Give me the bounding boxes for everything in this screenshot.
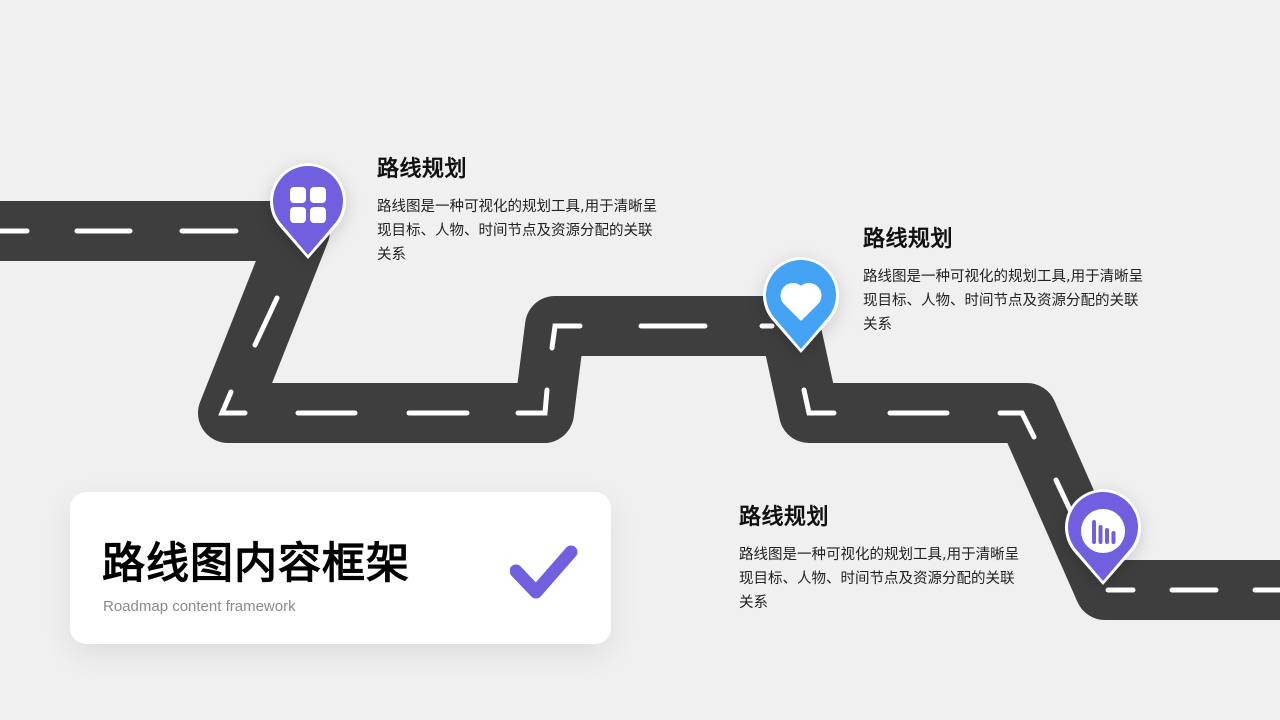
- grid-icon: [290, 187, 326, 223]
- map-pin-1[interactable]: [268, 163, 348, 259]
- checkmark-icon: [510, 545, 578, 599]
- map-pin-2[interactable]: [761, 257, 841, 353]
- page-subtitle: Roadmap content framework: [103, 598, 296, 615]
- page-title: 路线图内容框架: [102, 539, 410, 589]
- title-card: 路线图内容框架 Roadmap content framework: [70, 492, 611, 644]
- stop-description: 路线图是一种可视化的规划工具,用于清晰呈现目标、人物、时间节点及资源分配的关联关…: [377, 199, 658, 263]
- heart-icon: [780, 283, 822, 321]
- stop-description: 路线图是一种可视化的规划工具,用于清晰呈现目标、人物、时间节点及资源分配的关联关…: [739, 547, 1020, 611]
- roadmap-stop-3: 路线规划 路线图是一种可视化的规划工具,用于清晰呈现目标、人物、时间节点及资源分…: [739, 504, 1039, 615]
- stop-title: 路线规划: [739, 505, 830, 530]
- roadmap-stop-2: 路线规划 路线图是一种可视化的规划工具,用于清晰呈现目标、人物、时间节点及资源分…: [863, 226, 1163, 337]
- roadmap-stop-1: 路线规划 路线图是一种可视化的规划工具,用于清晰呈现目标、人物、时间节点及资源分…: [377, 156, 677, 267]
- stop-title: 路线规划: [863, 227, 954, 252]
- bar-chart-icon: [1092, 520, 1116, 544]
- map-pin-3[interactable]: [1063, 489, 1143, 585]
- stop-description: 路线图是一种可视化的规划工具,用于清晰呈现目标、人物、时间节点及资源分配的关联关…: [863, 269, 1144, 333]
- stop-title: 路线规划: [377, 157, 468, 182]
- lane-markings: [0, 228, 1280, 593]
